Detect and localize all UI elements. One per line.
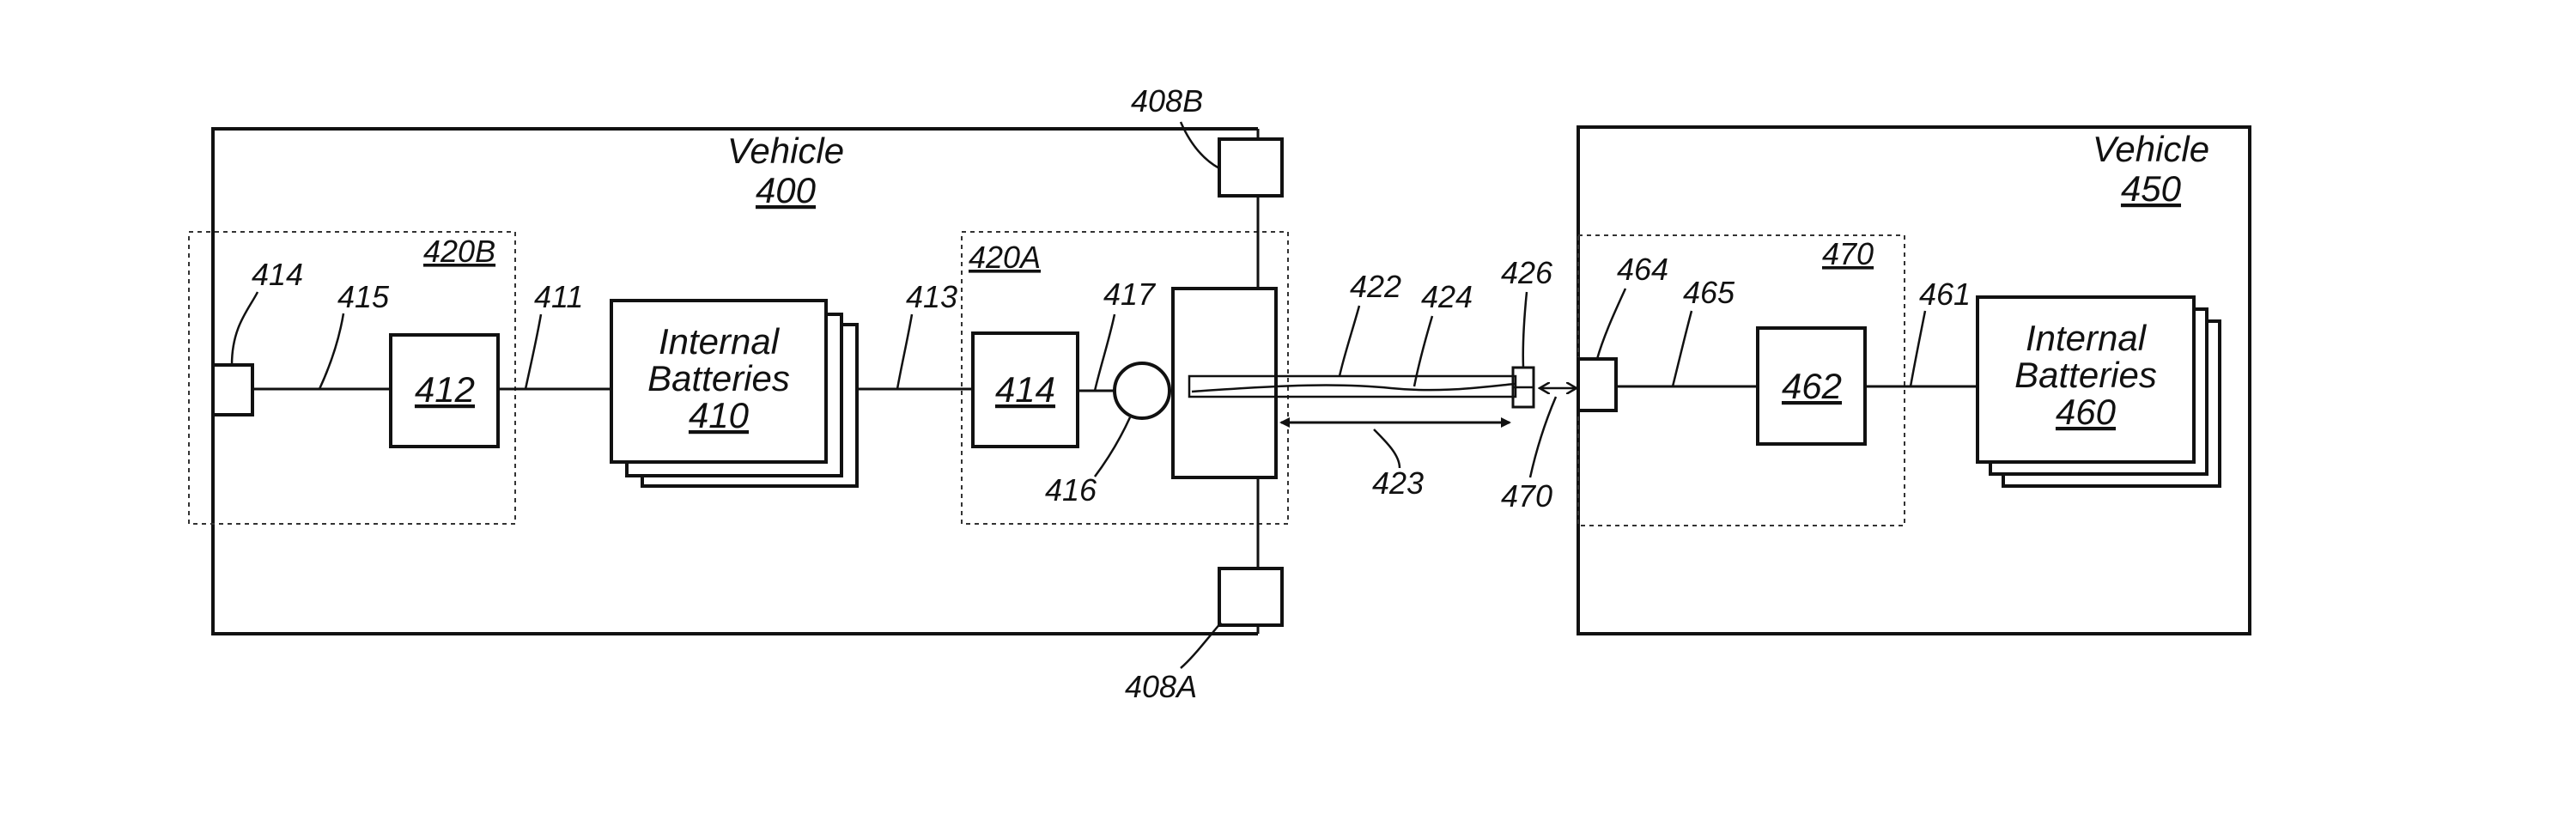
- vehicle-400-number: 400: [756, 170, 817, 210]
- leader-408A: [1180, 622, 1222, 669]
- box-462: [1756, 326, 1867, 446]
- label-465: 465: [1683, 275, 1735, 310]
- leader-408B: [1179, 121, 1220, 170]
- label-464: 464: [1617, 252, 1668, 287]
- vehicle-450-number: 450: [2121, 168, 2182, 209]
- label-408A: 408A: [1125, 669, 1197, 704]
- circle-416: [1113, 362, 1171, 420]
- label-412: 412: [415, 369, 475, 410]
- battery-410-line1: Internal: [659, 321, 781, 362]
- label-413: 413: [906, 279, 957, 314]
- box-414: [971, 331, 1079, 448]
- vehicle-400-title: Vehicle: [727, 131, 844, 171]
- port-408B: [1218, 137, 1284, 198]
- leader-411: [524, 313, 543, 390]
- region-420B: [188, 231, 516, 525]
- label-414-box: 414: [995, 369, 1055, 410]
- cable-424: [1191, 382, 1516, 393]
- label-462: 462: [1782, 366, 1842, 406]
- region-470: [1577, 234, 1905, 526]
- battery-410-front: [610, 299, 828, 464]
- region-420A: [961, 231, 1289, 525]
- label-470-pointer: 470: [1501, 478, 1552, 514]
- leader-426: [1522, 291, 1528, 368]
- label-420A: 420A: [969, 240, 1041, 275]
- label-414-left: 414: [252, 257, 303, 292]
- label-408B: 408B: [1131, 83, 1203, 119]
- leader-423: [1373, 429, 1401, 469]
- battery-460-line1: Internal: [2026, 318, 2148, 358]
- label-423: 423: [1372, 465, 1424, 501]
- label-461: 461: [1919, 277, 1971, 312]
- leader-422: [1338, 305, 1361, 377]
- label-415: 415: [337, 279, 390, 314]
- leader-424: [1413, 315, 1434, 387]
- label-424: 424: [1421, 279, 1473, 314]
- leader-416: [1093, 416, 1132, 477]
- battery-460-line2: Batteries: [2014, 355, 2157, 395]
- leader-464: [1595, 288, 1627, 360]
- vehicle-450-title: Vehicle: [2093, 129, 2209, 169]
- leader-417: [1093, 313, 1116, 392]
- port-414-left: [211, 363, 254, 416]
- label-420B: 420B: [423, 234, 495, 269]
- label-422: 422: [1350, 269, 1401, 304]
- port-408A: [1218, 567, 1284, 627]
- label-417: 417: [1103, 277, 1157, 312]
- leader-470-pointer: [1528, 396, 1558, 478]
- leader-465: [1671, 310, 1693, 387]
- leader-415: [318, 313, 345, 390]
- box-412: [389, 333, 500, 448]
- port-464: [1577, 357, 1618, 412]
- battery-410-line2: Batteries: [647, 358, 790, 398]
- batteries-410: Internal Batteries 410: [610, 299, 859, 488]
- label-416: 416: [1045, 472, 1097, 508]
- leader-414-left: [230, 291, 259, 366]
- leader-461: [1909, 310, 1927, 387]
- label-426: 426: [1501, 255, 1553, 290]
- batteries-460: Internal Batteries 460: [1976, 295, 2221, 488]
- battery-460-number: 460: [2056, 392, 2117, 432]
- battery-460-front: [1976, 295, 2196, 464]
- label-470-box: 470: [1822, 236, 1874, 271]
- leader-413: [896, 313, 914, 390]
- label-411: 411: [534, 279, 583, 314]
- battery-410-number: 410: [689, 395, 750, 435]
